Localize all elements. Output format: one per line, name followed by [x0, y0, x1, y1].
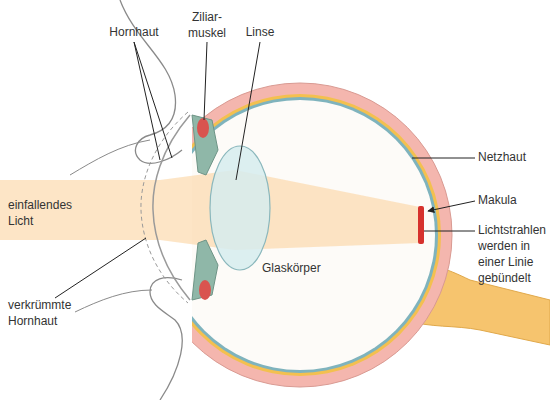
leader-line — [204, 42, 207, 120]
lower-eyelid — [150, 278, 182, 400]
lens — [210, 146, 270, 270]
leader-line — [236, 42, 260, 180]
iris — [192, 240, 218, 300]
iris — [192, 115, 218, 175]
part-label: verkrümmte Hornhaut — [8, 297, 98, 329]
cornea — [153, 115, 190, 300]
curved-cornea — [141, 112, 188, 303]
macula — [418, 206, 424, 244]
part-label: Makula — [478, 192, 548, 208]
leader-line — [55, 238, 146, 298]
leader-line — [134, 42, 160, 160]
leader-arrow — [428, 201, 475, 211]
part-label: Lichtstrahlen werden in einer Linie gebü… — [478, 222, 550, 286]
leader-line — [412, 158, 475, 159]
part-label: Ziliar- muskel — [180, 9, 234, 41]
leader-line — [424, 231, 475, 232]
part-label: Linse — [240, 24, 280, 40]
ciliary-muscle — [199, 280, 211, 300]
part-label: Hornhaut — [103, 24, 165, 40]
ciliary-muscle — [197, 118, 209, 138]
part-label: Netzhaut — [478, 149, 548, 165]
leader-lines — [55, 42, 475, 298]
part-label: einfallendes Licht — [8, 197, 98, 229]
part-label: Glaskörper — [262, 260, 342, 276]
leader-line — [134, 42, 172, 158]
